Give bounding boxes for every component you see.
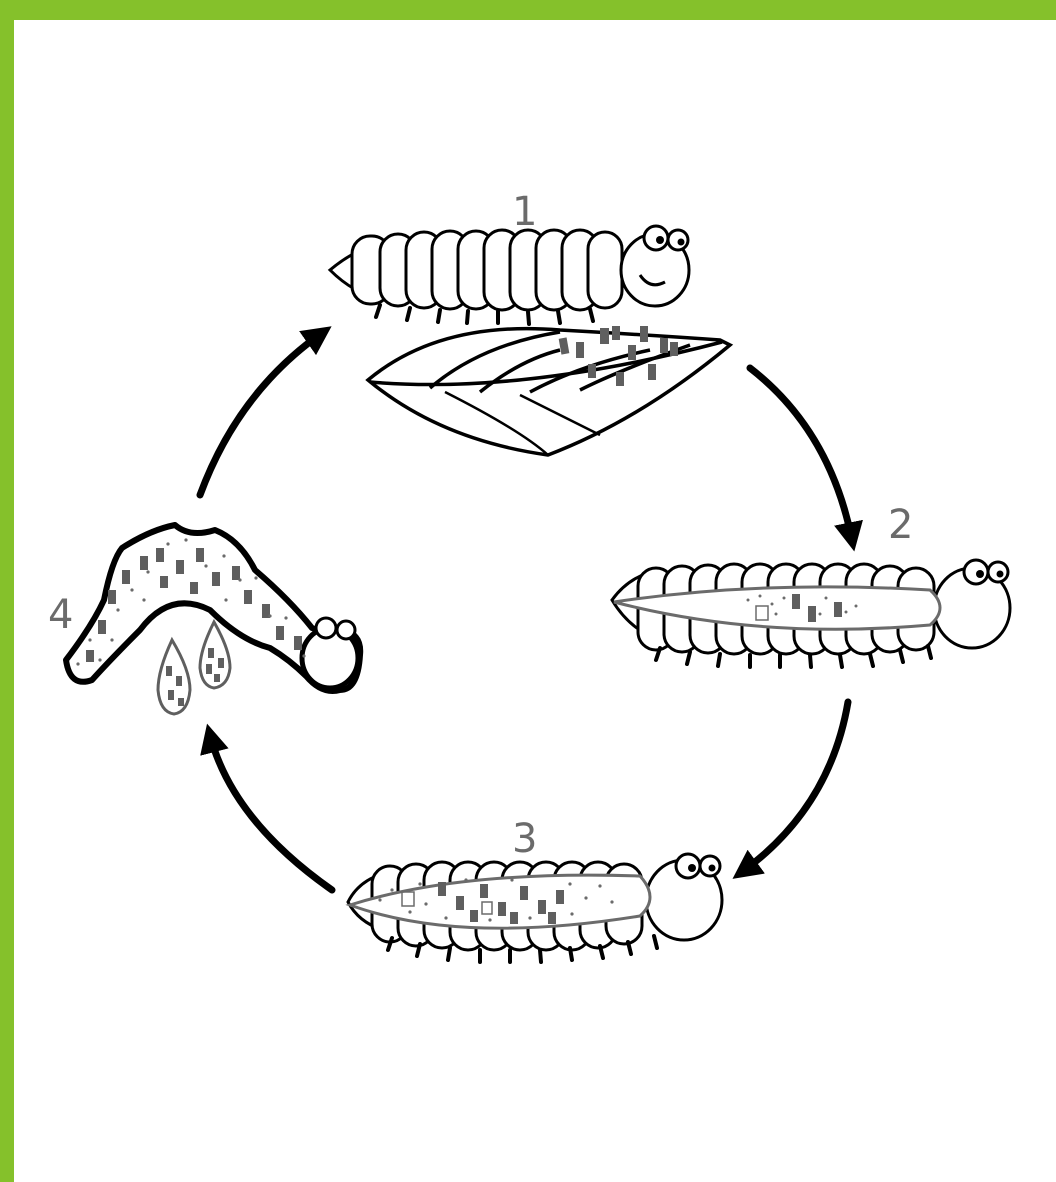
frame-left-border: [0, 0, 14, 1182]
arrow-3-to-4: [210, 735, 332, 890]
stage-4-number: 4: [48, 592, 73, 638]
stage-3-number: 3: [512, 816, 537, 862]
arrow-1-to-2: [750, 368, 852, 540]
dropping: [158, 640, 190, 714]
caterpillar-4-eye: [337, 621, 355, 639]
stage-2-number: 2: [888, 502, 913, 548]
arrow-2-to-3: [742, 702, 848, 872]
stage-3-group: 3: [348, 816, 722, 962]
caterpillar-4-eye: [316, 618, 336, 638]
stage-1-number: 1: [512, 189, 537, 235]
caterpillar-3-eye: [676, 854, 700, 878]
caterpillar-1-eye: [668, 230, 688, 250]
frame-top-border: [0, 0, 1056, 20]
arrow-4-to-1: [200, 333, 322, 495]
caterpillar-1-eye: [644, 226, 668, 250]
droppings: [158, 622, 230, 714]
caterpillar-2-eye: [964, 560, 988, 584]
stage-4-group: 4: [48, 525, 360, 714]
stage-1-group: 1: [330, 189, 730, 455]
caterpillar-1-body: [330, 226, 689, 310]
stage-2-group: 2: [612, 502, 1010, 667]
